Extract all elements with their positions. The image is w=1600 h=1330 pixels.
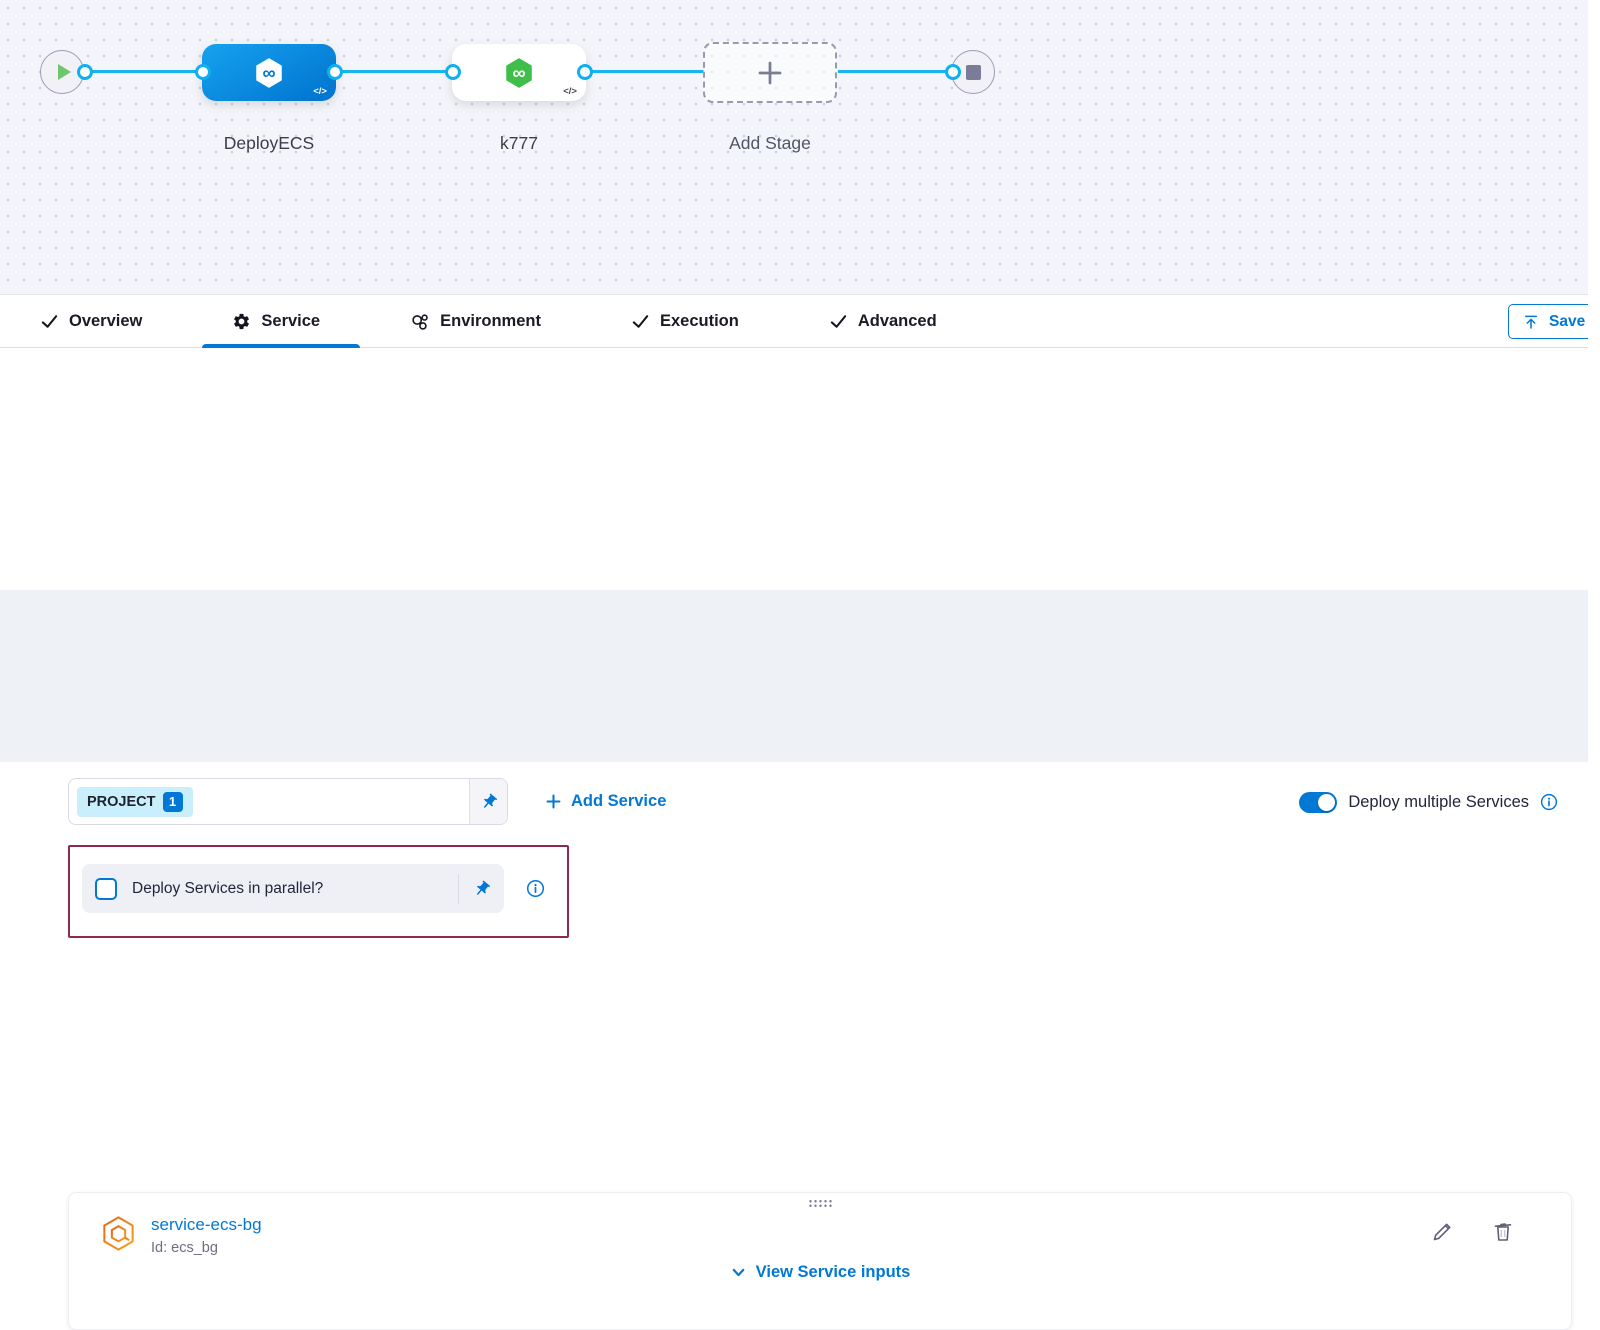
code-badge: </> xyxy=(563,86,577,97)
tab-label: Service xyxy=(261,312,321,330)
services-list-section: service-ecs-bg Id: ecs_bg View Service i… xyxy=(0,590,1600,1330)
tab-label: Execution xyxy=(659,312,739,330)
check-icon xyxy=(830,315,847,328)
deploy-parallel-label: Deploy Services in parallel? xyxy=(132,879,324,897)
deploy-parallel-field: Deploy Services in parallel? xyxy=(82,864,504,913)
gear-icon xyxy=(234,313,250,330)
check-icon xyxy=(41,315,58,328)
service-chip-label: PROJECT xyxy=(87,793,156,810)
service-chip-project[interactable]: PROJECT 1 xyxy=(77,786,193,817)
selected-services: PROJECT 1 xyxy=(69,779,469,824)
pipeline-edge xyxy=(838,70,947,73)
pipeline-edge xyxy=(62,70,196,73)
drag-handle[interactable] xyxy=(808,1199,832,1207)
play-icon xyxy=(57,64,71,80)
plus-icon xyxy=(758,61,782,84)
view-service-inputs-button[interactable]: View Service inputs xyxy=(69,1263,1571,1282)
ecs-service-icon xyxy=(103,1216,134,1251)
pin-button[interactable] xyxy=(459,880,504,898)
environment-icon xyxy=(412,313,428,330)
tab-label: Advanced xyxy=(857,312,937,330)
edge-connector xyxy=(577,64,593,80)
pin-icon xyxy=(483,793,497,808)
toggle-knob xyxy=(1318,793,1336,811)
tab-environment[interactable]: Environment xyxy=(410,296,541,347)
upload-icon xyxy=(1525,315,1537,329)
code-badge: </> xyxy=(313,86,327,97)
service-chip-count-badge: 1 xyxy=(162,791,183,812)
tab-overview[interactable]: Overview xyxy=(40,296,142,347)
stage-tabbar: Overview Service Environment Execution A… xyxy=(0,296,1600,348)
annotation-highlight-box: Deploy Services in parallel? xyxy=(68,845,569,938)
edit-icon[interactable] xyxy=(1431,1219,1455,1243)
window-right-margin xyxy=(1588,0,1600,762)
stage-node-deployecs[interactable]: ∞ </> xyxy=(202,44,336,101)
pipeline-edge xyxy=(342,70,446,73)
harness-logo-icon: ∞ xyxy=(256,57,282,88)
service-name-link[interactable]: service-ecs-bg xyxy=(151,1215,262,1234)
deploy-multiple-label: Deploy multiple Services xyxy=(1348,792,1529,811)
stage-node-k777[interactable]: ∞ </> xyxy=(452,44,586,101)
add-stage-button[interactable] xyxy=(703,42,837,103)
svg-text:∞: ∞ xyxy=(262,61,275,82)
stage-label-k777: k777 xyxy=(500,133,538,153)
save-button[interactable]: Save xyxy=(1508,304,1600,339)
tab-label: Overview xyxy=(69,312,143,330)
edge-connector xyxy=(945,64,961,80)
harness-logo-icon: ∞ xyxy=(506,57,532,88)
pin-icon xyxy=(476,880,490,895)
info-icon[interactable] xyxy=(1540,793,1558,811)
select-services-input[interactable]: PROJECT 1 xyxy=(68,778,508,825)
tab-label: Environment xyxy=(440,312,541,330)
delete-icon[interactable] xyxy=(1491,1219,1515,1243)
deploy-multiple-row: Deploy multiple Services xyxy=(1299,789,1558,815)
add-service-label: Add Service xyxy=(571,792,667,810)
edge-connector xyxy=(195,64,211,80)
plus-icon xyxy=(546,794,561,809)
view-service-inputs-label: View Service inputs xyxy=(755,1263,911,1281)
deploy-multiple-toggle[interactable] xyxy=(1299,791,1338,813)
service-id: Id: ecs_bg xyxy=(151,1240,218,1256)
tab-service[interactable]: Service xyxy=(202,296,360,348)
pin-button[interactable] xyxy=(469,779,507,824)
svg-text:∞: ∞ xyxy=(512,61,525,82)
edge-connector xyxy=(445,64,461,80)
save-button-label: Save xyxy=(1549,312,1586,330)
stage-label-add-stage: Add Stage xyxy=(729,133,811,153)
info-icon-wrap[interactable] xyxy=(526,879,545,903)
tab-advanced[interactable]: Advanced xyxy=(829,296,937,347)
info-icon xyxy=(526,879,545,898)
deploy-parallel-checkbox[interactable] xyxy=(95,877,117,900)
stop-icon xyxy=(965,64,981,80)
chevron-down-icon xyxy=(732,1268,744,1277)
check-icon xyxy=(632,315,649,328)
pipeline-start-node xyxy=(40,50,84,94)
pipeline-canvas: ∞ </> ∞ </> DeployECS k777 Add Stage xyxy=(0,0,1600,295)
edge-connector xyxy=(327,64,343,80)
tab-execution[interactable]: Execution xyxy=(631,296,739,347)
add-service-button[interactable]: Add Service xyxy=(545,786,666,817)
pipeline-edge xyxy=(592,70,704,73)
stage-label-deployecs: DeployECS xyxy=(223,133,315,153)
edge-connector xyxy=(77,64,93,80)
service-card: service-ecs-bg Id: ecs_bg View Service i… xyxy=(68,1192,1572,1330)
